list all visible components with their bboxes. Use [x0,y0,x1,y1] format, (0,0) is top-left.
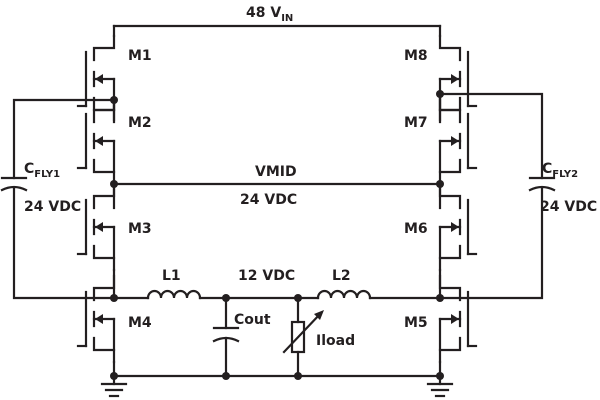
iload-label: Iload [316,333,355,349]
m5-label: M5 [404,315,428,331]
cfly2-voltage-label: 24 VDC [540,199,597,215]
vin-label: 48 VIN [246,5,293,24]
ground-right-icon [426,382,454,398]
transistor-m4 [76,274,116,364]
ground-left-icon [100,382,128,398]
cout-label: Cout [234,312,271,328]
vmid-voltage-label: 24 VDC [240,192,297,208]
cfly2-label: CFLY2 [542,161,578,180]
transistor-m5 [438,274,478,364]
junction-dots [110,90,444,380]
m6-label: M6 [404,221,428,237]
output-voltage-label: 12 VDC [238,268,295,284]
m2-label: M2 [128,115,152,131]
m8-label: M8 [404,48,428,64]
transistor-m6 [438,182,478,272]
m7-label: M7 [404,115,428,131]
transistor-m3 [76,182,116,272]
cfly1-voltage-label: 24 VDC [24,199,81,215]
m4-label: M4 [128,315,152,331]
m3-label: M3 [128,221,152,237]
vmid-label: VMID [255,164,297,180]
transistor-m7 [438,96,478,186]
cfly1-label: CFLY1 [24,161,60,180]
transistor-m2 [76,96,116,186]
inductor-l2-label: L2 [332,268,351,284]
inductor-l1-label: L1 [162,268,181,284]
m1-label: M1 [128,48,152,64]
